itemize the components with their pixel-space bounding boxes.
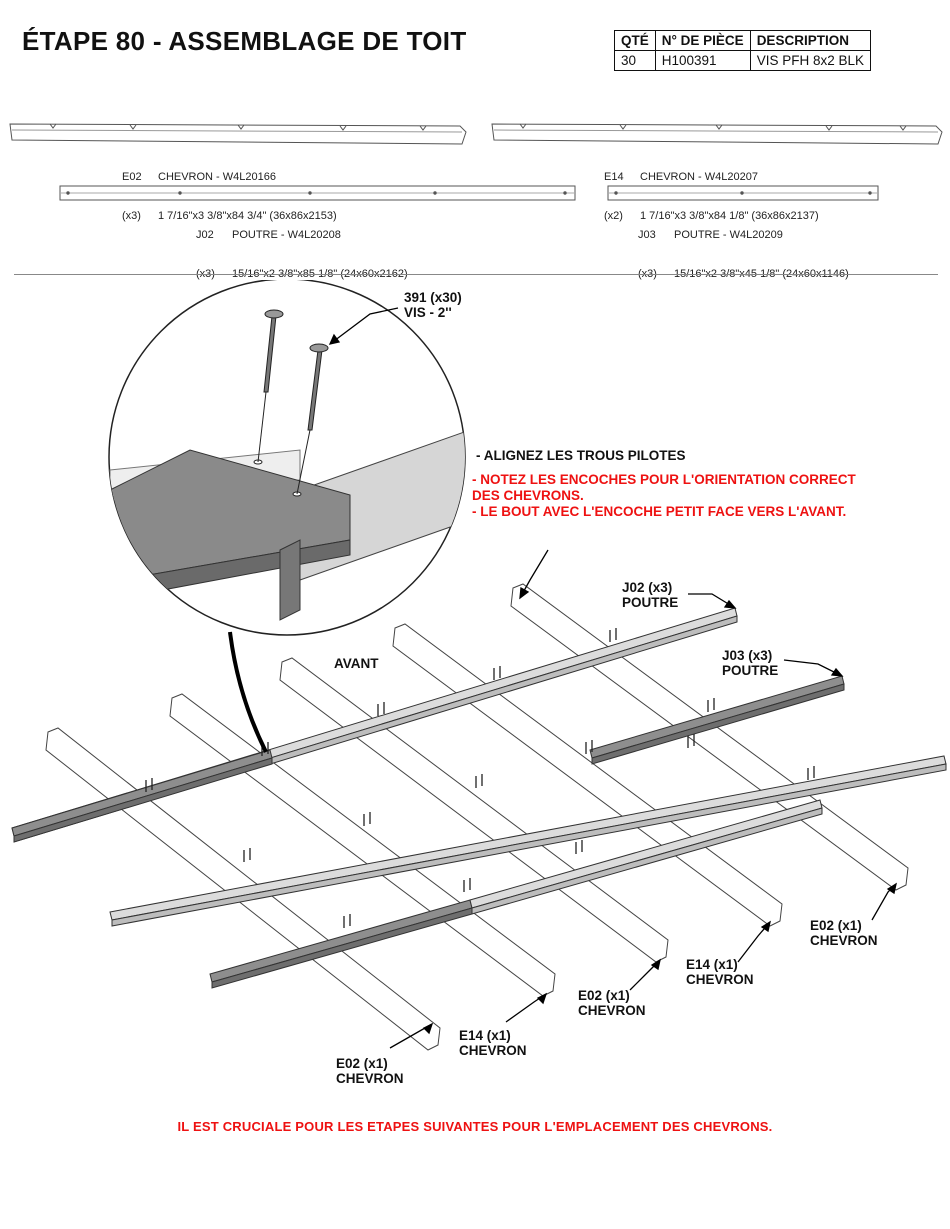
j03-callout-line1: J03 (x3) [722,648,773,663]
e14-callout-right-line1: E14 (x1) [686,957,738,972]
pieces-drawing [9,123,943,201]
avant-label: AVANT [334,656,379,671]
note-notch-front: - LE BOUT AVEC L'ENCOCHE PETIT FACE VERS… [472,504,847,519]
e14-piece-drawing [491,123,943,145]
e14-callout-left: E14 (x1) CHEVRON [459,1028,527,1058]
table-row: 30 H100391 VIS PFH 8x2 BLK [614,50,871,71]
e02-callout-middle: E02 (x1) CHEVRON [578,988,646,1018]
e14-name: CHEVRON - W4L20207 [640,171,758,183]
page-title: ÉTAPE 80 - ASSEMBLAGE DE TOIT [22,26,467,56]
beams [11,607,947,989]
e14-callout-left-line2: CHEVRON [459,1043,527,1058]
header-qty: QTÉ [614,30,656,51]
e02-callout-right: E02 (x1) CHEVRON [810,918,878,948]
j03-callout-line2: POUTRE [722,663,779,678]
e14-piece-label: E14 CHEVRON - W4L20207 (x2) 1 7/16"x3 3/8"… [604,145,819,236]
j02-piece-drawing [59,185,576,201]
e14-qty: (x2) [604,210,623,222]
e02-dims: 1 7/16"x3 3/8"x84 3/4" (36x86x2153) [158,210,337,222]
callout-arrows [328,307,897,1049]
note-align-pilot-holes: - ALIGNEZ LES TROUS PILOTES [476,448,686,463]
e02-callout-middle-line2: CHEVRON [578,1003,646,1018]
e02-callout-left-line2: CHEVRON [336,1071,404,1086]
note-notch-orientation: - NOTEZ LES ENCOCHES POUR L'ORIENTATION … [472,472,856,520]
screws [145,628,815,928]
note-notch-line2: DES CHEVRONS. [472,488,584,503]
j03-name: POUTRE - W4L20209 [674,229,783,241]
e02-callout-right-line2: CHEVRON [810,933,878,948]
e14-callout-right-line2: CHEVRON [686,972,754,987]
j03-callout: J03 (x3) POUTRE [722,648,778,678]
j02-callout-line2: POUTRE [622,595,679,610]
e14-callout-right: E14 (x1) CHEVRON [686,957,754,987]
header-part-number: N° DE PIÈCE [654,30,751,51]
e02-qty: (x3) [122,210,141,222]
e14-callout-left-line1: E14 (x1) [459,1028,511,1043]
e02-name: CHEVRON - W4L20166 [158,171,276,183]
screw-callout-desc: VIS - 2'' [404,305,452,320]
e02-piece-label: E02 CHEVRON - W4L20166 (x3) 1 7/16"x3 3/8"… [122,145,337,236]
j03-code: J03 [638,229,656,241]
cell-qty: 30 [614,50,656,71]
e02-code: E02 [122,171,142,183]
e14-code: E14 [604,171,624,183]
parts-table-header: QTÉ N° DE PIÈCE DESCRIPTION [614,30,871,51]
e02-callout-middle-line1: E02 (x1) [578,988,630,1003]
assembly-drawing [11,280,947,1051]
cell-description: VIS PFH 8x2 BLK [749,50,871,71]
header-description: DESCRIPTION [749,30,871,51]
divider [14,274,938,275]
e02-callout-left: E02 (x1) CHEVRON [336,1056,404,1086]
e02-piece-drawing [9,123,467,145]
j03-piece-drawing [607,185,879,201]
j02-name: POUTRE - W4L20208 [232,229,341,241]
j02-callout-line1: J02 (x3) [622,580,673,595]
zoom-detail [108,280,466,753]
screw-callout: 391 (x30) VIS - 2'' [404,290,462,320]
j02-code: J02 [196,229,214,241]
e02-callout-left-line1: E02 (x1) [336,1056,388,1071]
j02-callout: J02 (x3) POUTRE [622,580,678,610]
bottom-warning-note: IL EST CRUCIALE POUR LES ETAPES SUIVANTE… [177,1119,773,1134]
parts-table: QTÉ N° DE PIÈCE DESCRIPTION 30 H100391 V… [614,30,871,71]
screw-callout-qty: 391 (x30) [404,290,462,305]
e14-dims: 1 7/16"x3 3/8"x84 1/8" (36x86x2137) [640,210,819,222]
e02-callout-right-line1: E02 (x1) [810,918,862,933]
cell-part-number: H100391 [654,50,751,71]
note-notch-line1: - NOTEZ LES ENCOCHES POUR L'ORIENTATION … [472,472,856,487]
